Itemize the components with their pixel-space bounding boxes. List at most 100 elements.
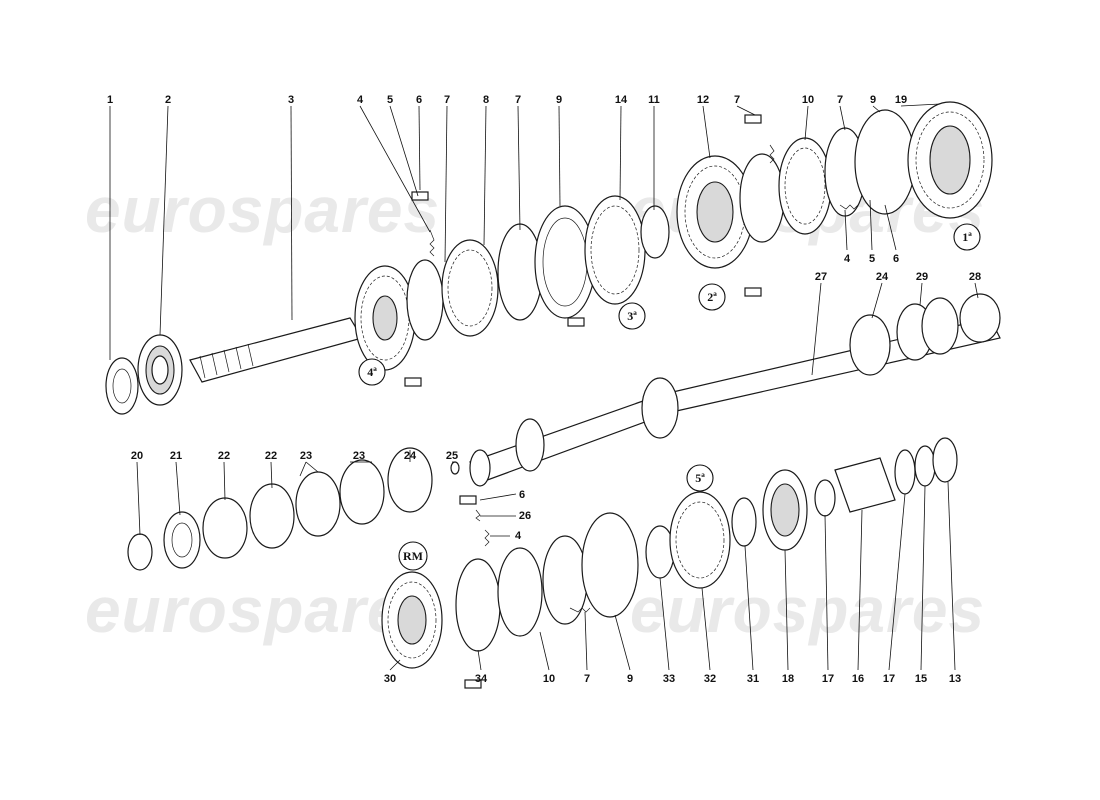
gear-label-5th: 5ª xyxy=(695,471,705,485)
bushing-22b xyxy=(249,483,295,549)
gear-labels: 1ª 2ª 3ª 4ª 5ª RM xyxy=(358,223,981,571)
hub-10 xyxy=(497,547,543,637)
callout-22: 22 xyxy=(218,450,230,462)
gear-label-3rd: 3ª xyxy=(627,309,637,323)
callout-20: 20 xyxy=(131,450,143,462)
callout-4: 4 xyxy=(844,253,851,265)
needle-bearing-24b xyxy=(387,447,433,513)
gear-label-2nd: 2ª xyxy=(707,290,717,304)
callout-24: 24 xyxy=(404,450,417,462)
spring-4b xyxy=(769,144,775,164)
needle-bearing-20 xyxy=(127,533,153,571)
callout-5: 5 xyxy=(869,253,875,265)
sleeve-9c xyxy=(581,512,639,618)
secondary-shaft-assembly xyxy=(450,293,1001,487)
callout-34: 34 xyxy=(475,673,488,685)
spring-4c xyxy=(839,204,859,210)
callout-33: 33 xyxy=(663,673,675,685)
needle-bearing-23a xyxy=(295,471,341,537)
gear-label-reverse: RM xyxy=(403,549,423,563)
gear-label-1st: 1ª xyxy=(962,230,972,244)
shaft-splines xyxy=(199,343,254,379)
callout-24: 24 xyxy=(876,271,889,283)
leader-lines xyxy=(109,103,979,671)
callout-8: 8 xyxy=(483,94,489,106)
callout-1: 1 xyxy=(107,94,113,106)
shaft-collar xyxy=(641,377,679,439)
callout-11: 11 xyxy=(648,94,660,106)
callout-28: 28 xyxy=(969,271,981,283)
callout-23: 23 xyxy=(353,450,365,462)
synchro-hub-8 xyxy=(441,239,499,337)
callout-21: 21 xyxy=(170,450,182,462)
spring-7f xyxy=(569,607,591,613)
bearing-ring-1 xyxy=(105,357,139,415)
plunger-6e xyxy=(567,317,585,327)
callout-7: 7 xyxy=(515,94,521,106)
callout-10: 10 xyxy=(802,94,814,106)
nut-13 xyxy=(932,437,958,483)
plunger-6a xyxy=(411,191,429,201)
callout-16: 16 xyxy=(852,673,864,685)
sleeve-16 xyxy=(834,457,896,513)
needle-bearing-29b xyxy=(921,297,959,355)
plunger-6c xyxy=(744,287,762,297)
callout-17: 17 xyxy=(822,673,834,685)
gear-label-circle-4 xyxy=(358,358,386,386)
fifth-reverse-assembly xyxy=(381,437,958,689)
callout-27: 27 xyxy=(815,271,827,283)
callout-4: 4 xyxy=(515,530,522,542)
callout-7: 7 xyxy=(584,673,590,685)
gear-label-circle-3 xyxy=(618,302,646,330)
callout-13: 13 xyxy=(949,673,961,685)
snap-ring-17b xyxy=(894,449,916,495)
callout-17: 17 xyxy=(883,673,895,685)
callout-23: 23 xyxy=(300,450,312,462)
gear-label-circle-1 xyxy=(953,223,981,251)
gear-label-4th: 4ª xyxy=(367,365,377,379)
ball-26 xyxy=(475,509,481,522)
callout-29: 29 xyxy=(916,271,928,283)
callout-9: 9 xyxy=(556,94,562,106)
callout-9: 9 xyxy=(627,673,633,685)
needle-bearing-24a xyxy=(849,314,891,376)
ring-11 xyxy=(640,205,670,259)
callout-19: 19 xyxy=(895,94,907,106)
snap-ring-17a xyxy=(814,479,836,517)
callout-22: 22 xyxy=(265,450,277,462)
gear-label-circle-5 xyxy=(686,464,714,492)
callout-6: 6 xyxy=(893,253,899,265)
callout-10: 10 xyxy=(543,673,555,685)
synchro-hub-10 xyxy=(778,137,832,235)
gear-label-circle-2 xyxy=(698,283,726,311)
sleeve-9b xyxy=(854,109,916,215)
gear-3rd xyxy=(584,195,646,305)
callout-7: 7 xyxy=(444,94,450,106)
callout-2: 2 xyxy=(165,94,171,106)
callout-7: 7 xyxy=(734,94,740,106)
cup-28 xyxy=(959,293,1001,343)
callout-4: 4 xyxy=(357,94,364,106)
callout-32: 32 xyxy=(704,673,716,685)
callout-5: 5 xyxy=(387,94,393,106)
callout-12: 12 xyxy=(697,94,709,106)
spring-4a xyxy=(429,229,435,257)
bushing-22a xyxy=(202,497,248,559)
callout-26: 26 xyxy=(519,510,531,522)
callout-numbers: 1 2 3 4 5 6 7 8 7 9 14 11 12 7 10 7 9 19… xyxy=(107,94,981,685)
ring-31 xyxy=(731,497,757,547)
plunger-6b xyxy=(744,114,762,124)
plunger-6f xyxy=(459,495,477,505)
callout-14: 14 xyxy=(615,94,628,106)
pin-25 xyxy=(450,461,460,475)
callout-25: 25 xyxy=(446,450,458,462)
plunger-6d xyxy=(404,377,422,387)
callout-6: 6 xyxy=(519,489,525,501)
callout-3: 3 xyxy=(288,94,294,106)
synchro-ring-7a xyxy=(406,259,444,341)
lower-left-bearings xyxy=(127,447,433,571)
callout-9: 9 xyxy=(870,94,876,106)
spring-4d xyxy=(484,529,490,547)
primary-shaft-assembly xyxy=(105,101,993,415)
